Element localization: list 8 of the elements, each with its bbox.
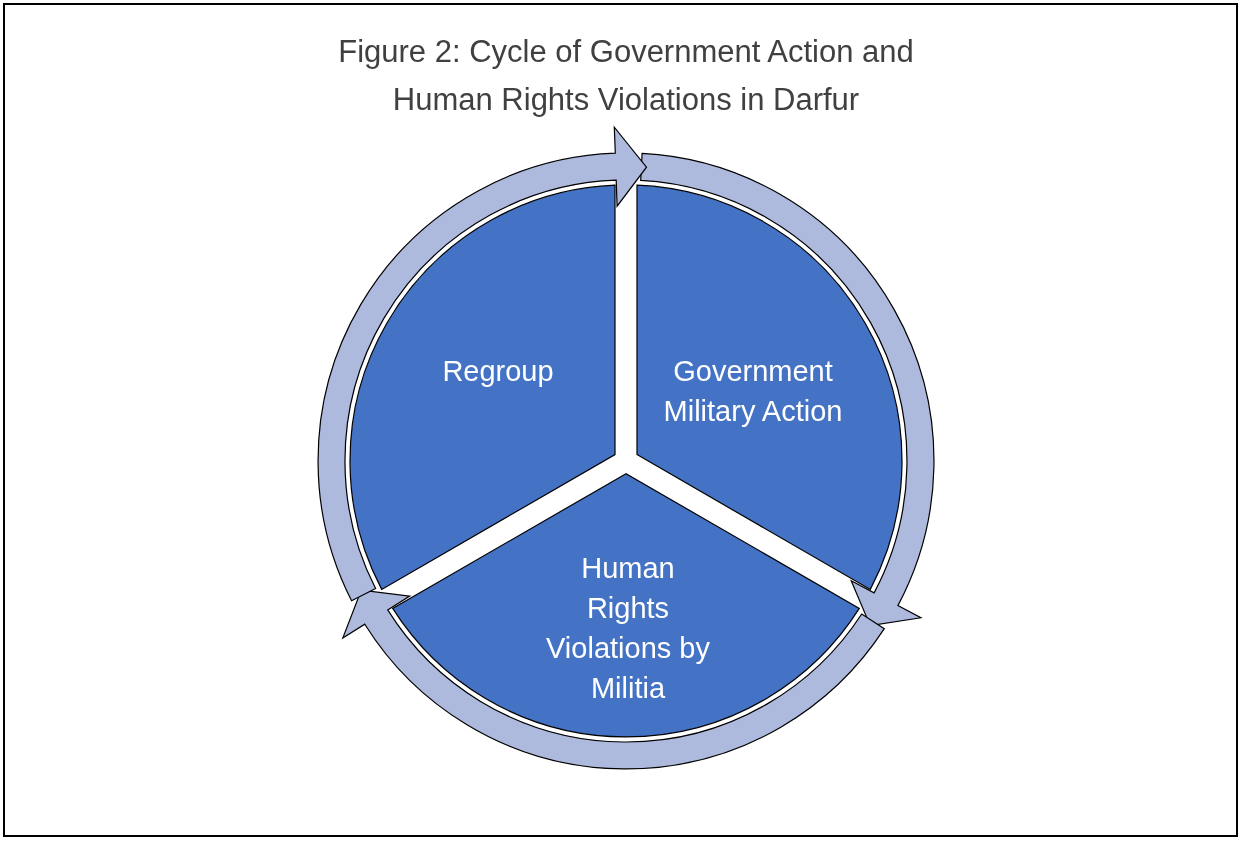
segment-label: Regroup — [442, 354, 554, 389]
curved-arrow — [342, 589, 885, 770]
curved-arrow — [317, 126, 648, 602]
segment-label: Human Rights Violations by Militia — [545, 558, 711, 698]
figure-title: Figure 2: Cycle of Government Action and Human Rights Violations in Darfur — [337, 33, 915, 119]
segment-label: Government Military Action — [663, 354, 843, 429]
pie-segment — [392, 473, 860, 738]
curved-arrow — [640, 152, 935, 627]
